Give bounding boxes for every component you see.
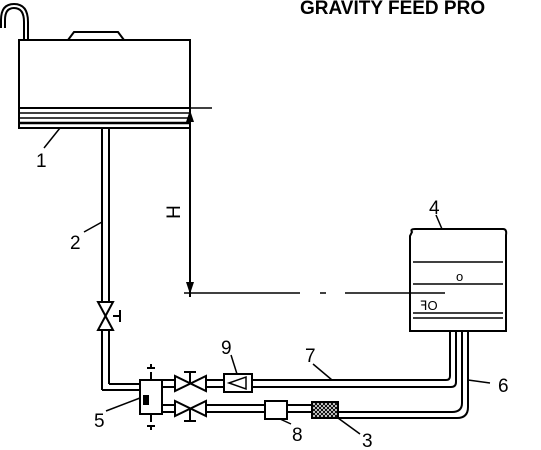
callout-2: 2 (70, 233, 81, 254)
tank-1 (0, 2, 191, 129)
callout-leaders (43, 127, 491, 435)
vent-pipe (4, 6, 25, 40)
upper-line-7 (206, 379, 355, 388)
receiver-marking: o (456, 269, 463, 284)
pump-8 (264, 400, 288, 420)
tank-body (18, 39, 191, 129)
callout-4: 4 (429, 198, 440, 219)
diagram-title: GRAVITY FEED PRO (300, 0, 485, 19)
height-dimension: H (164, 107, 212, 297)
supply-pipe-2 (96, 128, 140, 391)
height-label: H (164, 205, 185, 219)
receiver-body (409, 228, 508, 332)
filter-3 (311, 401, 339, 419)
callout-5: 5 (94, 411, 105, 432)
callout-3: 3 (362, 431, 373, 450)
flow-meter-9 (223, 373, 253, 393)
callout-1: 1 (36, 151, 47, 172)
receiver-4: o ꟻO (409, 228, 508, 332)
callout-8: 8 (292, 425, 303, 446)
callout-9: 9 (221, 338, 232, 359)
manifold-5 (139, 364, 175, 430)
callout-6: 6 (498, 376, 509, 397)
vent-pipe-outer (0, 2, 29, 40)
callout-7: 7 (305, 346, 316, 367)
outer-pipe-6 (345, 331, 469, 419)
lower-valve (174, 399, 207, 422)
receiver-level-mark: ꟻO (420, 298, 438, 313)
tank-hatch (67, 31, 125, 41)
supply-valve (96, 301, 115, 331)
upper-valve (174, 371, 207, 393)
